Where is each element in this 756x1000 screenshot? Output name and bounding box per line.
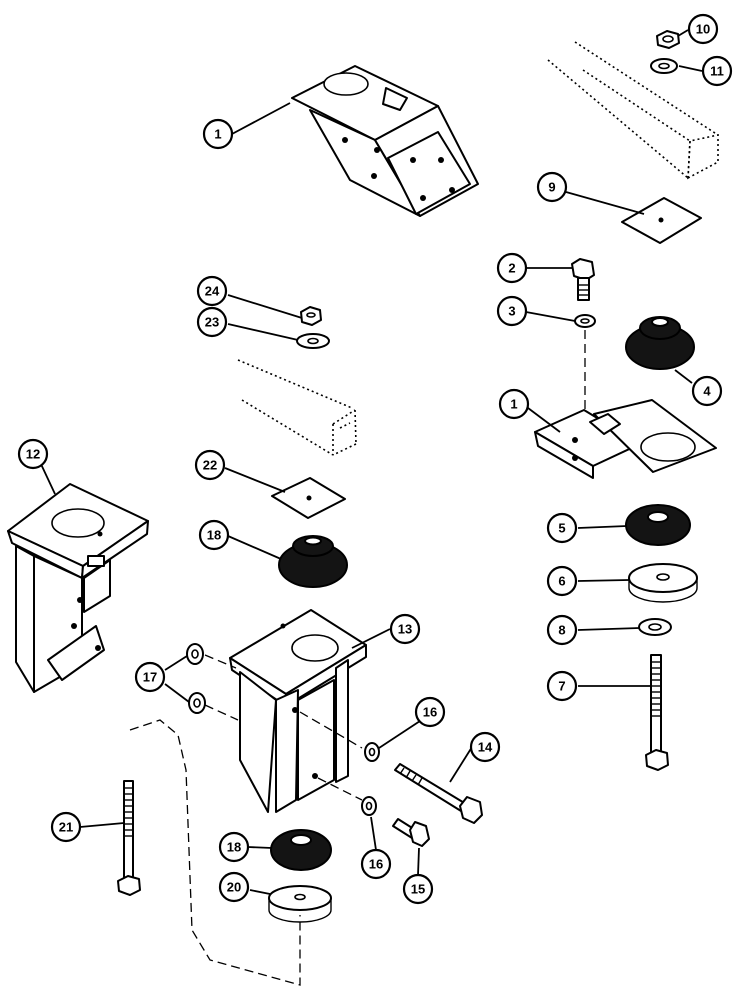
callout-label: 6 bbox=[558, 574, 565, 589]
callout-label: 18 bbox=[227, 840, 241, 855]
callout-18-lower: 18 bbox=[218, 831, 250, 863]
assembly-path-lower bbox=[129, 719, 301, 986]
callout-label: 15 bbox=[411, 882, 425, 897]
callout-7: 7 bbox=[546, 670, 578, 702]
callout-8: 8 bbox=[546, 614, 578, 646]
callout-9: 9 bbox=[536, 171, 568, 203]
frame-rail-middle bbox=[237, 359, 357, 456]
bolt-15 bbox=[392, 818, 430, 847]
mounting-bracket-top bbox=[291, 65, 479, 217]
washer-23 bbox=[296, 333, 330, 349]
washer-8 bbox=[638, 618, 672, 636]
callout-label: 14 bbox=[478, 740, 493, 755]
callout-label: 18 bbox=[207, 528, 221, 543]
callout-label: 5 bbox=[558, 521, 565, 536]
rubber-mount-5 bbox=[625, 504, 691, 546]
bolt-14 bbox=[394, 763, 483, 824]
lockwasher-16-upper bbox=[364, 742, 380, 762]
callout-label: 9 bbox=[548, 180, 555, 195]
leader-lines bbox=[39, 29, 703, 895]
callout-label: 1 bbox=[510, 397, 517, 412]
axis-17-upper bbox=[204, 654, 237, 669]
callout-14: 14 bbox=[469, 731, 501, 763]
washer-17-upper bbox=[186, 643, 204, 665]
washer-6 bbox=[628, 563, 698, 603]
callout-label: 20 bbox=[227, 880, 241, 895]
callout-label: 16 bbox=[369, 857, 383, 872]
callout-label: 21 bbox=[59, 820, 73, 835]
mounting-bracket-flat bbox=[534, 399, 717, 479]
callout-10: 10 bbox=[687, 13, 719, 45]
callout-16-upper: 16 bbox=[414, 696, 446, 728]
lockwasher-3 bbox=[574, 314, 596, 328]
callout-24: 24 bbox=[196, 275, 228, 307]
axis-17-lower bbox=[204, 704, 239, 721]
callout-17: 17 bbox=[134, 661, 166, 693]
callout-4: 4 bbox=[691, 375, 723, 407]
callout-label: 22 bbox=[203, 458, 217, 473]
callout-15: 15 bbox=[402, 873, 434, 905]
callout-1-flat-bracket: 1 bbox=[498, 388, 530, 420]
callout-label: 13 bbox=[398, 622, 412, 637]
nut-24 bbox=[300, 306, 322, 326]
callout-label: 8 bbox=[558, 623, 565, 638]
frame-rail-upper bbox=[547, 41, 719, 180]
long-bolt-21 bbox=[117, 780, 141, 896]
rubber-mount-4 bbox=[625, 316, 695, 370]
nut-10 bbox=[656, 30, 680, 49]
callout-5: 5 bbox=[546, 512, 578, 544]
callout-18-upper: 18 bbox=[198, 519, 230, 551]
callout-label: 17 bbox=[143, 670, 157, 685]
callout-label: 1 bbox=[214, 127, 221, 142]
callout-label: 7 bbox=[558, 679, 565, 694]
callout-3: 3 bbox=[496, 295, 528, 327]
callout-22: 22 bbox=[194, 449, 226, 481]
callout-label: 23 bbox=[205, 315, 219, 330]
washer-11 bbox=[650, 58, 678, 74]
callout-16-lower: 16 bbox=[360, 848, 392, 880]
long-bolt-7 bbox=[645, 654, 669, 771]
callout-13: 13 bbox=[389, 613, 421, 645]
support-bracket-13 bbox=[229, 609, 367, 813]
callout-21: 21 bbox=[50, 811, 82, 843]
plate-22 bbox=[271, 477, 346, 519]
callout-label: 3 bbox=[508, 304, 515, 319]
callout-2: 2 bbox=[496, 252, 528, 284]
rubber-mount-18-lower bbox=[270, 829, 332, 871]
axis-16-lower bbox=[317, 777, 363, 801]
callout-20: 20 bbox=[218, 871, 250, 903]
callout-label: 12 bbox=[26, 447, 40, 462]
callout-label: 4 bbox=[703, 384, 711, 399]
callout-label: 24 bbox=[205, 284, 220, 299]
rubber-mount-18-upper bbox=[278, 535, 348, 588]
plate-9 bbox=[621, 197, 702, 244]
callout-label: 2 bbox=[508, 261, 515, 276]
callout-label: 16 bbox=[423, 705, 437, 720]
washer-17-lower bbox=[188, 692, 206, 714]
axis-16-upper bbox=[299, 711, 363, 749]
washer-20 bbox=[268, 885, 332, 923]
callout-12: 12 bbox=[17, 438, 49, 470]
callout-label: 10 bbox=[696, 22, 710, 37]
callout-label: 11 bbox=[710, 64, 724, 79]
lockwasher-16-lower bbox=[361, 796, 377, 816]
callout-1-top-bracket: 1 bbox=[202, 118, 234, 150]
callout-11: 11 bbox=[701, 55, 733, 87]
callout-6: 6 bbox=[546, 565, 578, 597]
callout-23: 23 bbox=[196, 306, 228, 338]
support-bracket-12 bbox=[7, 483, 149, 693]
bolt-2 bbox=[571, 258, 595, 301]
